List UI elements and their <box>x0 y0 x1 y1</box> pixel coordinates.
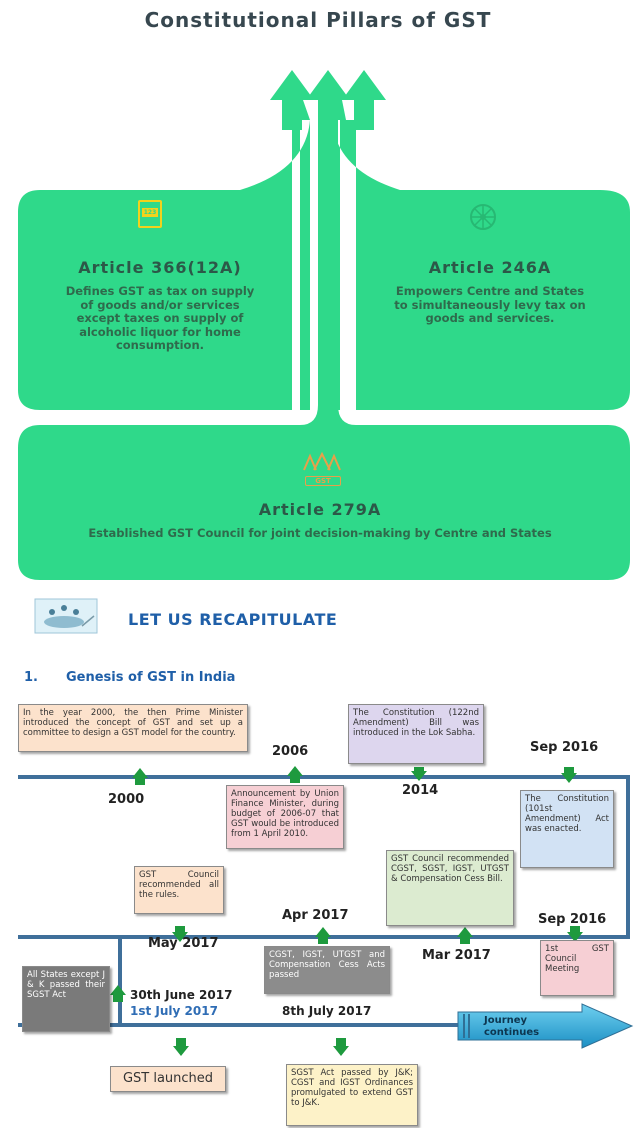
event-apr2017: CGST, IGST, UTGST and Compensation Cess … <box>264 946 390 994</box>
marker-apr2017 <box>315 927 331 937</box>
bottom-pillar: Article 279A Established GST Council for… <box>60 500 580 541</box>
date-sep2016a: Sep 2016 <box>530 740 599 755</box>
marker-june2017-stem <box>113 994 123 1002</box>
date-sep2016b: Sep 2016 <box>538 912 607 927</box>
event-2000: In the year 2000, the then Prime Ministe… <box>18 704 248 752</box>
bottom-pillar-heading: Article 279A <box>258 500 382 519</box>
event-2014: The Constitution (122nd Amendment) Bill … <box>348 704 484 764</box>
left-pillar-text: Defines GST as tax on supply of goods an… <box>65 284 255 352</box>
marker-mar2017-stem <box>460 936 470 944</box>
marker-2006 <box>287 766 303 776</box>
right-pillar-shape <box>332 90 630 410</box>
date-2006: 2006 <box>272 744 309 759</box>
marker-apr2017-stem <box>318 936 328 944</box>
right-pillar-heading: Article 246A <box>428 258 552 277</box>
date-8july2017: 8th July 2017 <box>282 1004 372 1018</box>
event-2006: Announcement by Union Finance Minister, … <box>226 785 344 849</box>
left-pillar: Article 366(12A) Defines GST as tax on s… <box>40 258 280 353</box>
marker-2000 <box>132 768 148 778</box>
marker-8july2017-stem <box>336 1038 346 1046</box>
recap-title: LET US RECAPITULATE <box>128 610 338 629</box>
marker-july2017-stem <box>176 1038 186 1046</box>
document-icon: 123 <box>138 200 162 228</box>
marker-may2017-stem <box>175 926 185 934</box>
event-mar2017: GST Council recommended CGST, SGST, IGST… <box>386 850 514 926</box>
people-icon <box>303 451 341 471</box>
event-sep2016b: 1st GST Council Meeting <box>540 940 614 996</box>
event-july2017: GST launched <box>110 1066 226 1092</box>
marker-july2017 <box>173 1046 189 1056</box>
marker-mar2017 <box>457 927 473 937</box>
marker-sep2016b-stem <box>570 926 580 934</box>
event-may2017: GST Council recommended all the rules. <box>134 866 224 914</box>
marker-2006-stem <box>290 775 300 783</box>
event-sep2016a: The Constitution (101st Amendment) Act w… <box>520 790 614 868</box>
timeline-row-1 <box>18 775 630 779</box>
council-icon: GST <box>302 450 342 486</box>
marker-2014 <box>411 771 427 781</box>
date-2000: 2000 <box>108 792 145 807</box>
date-apr2017: Apr 2017 <box>282 908 349 923</box>
left-pillar-heading: Article 366(12A) <box>78 258 242 277</box>
pillars-diagram <box>18 70 630 580</box>
right-pillar: Article 246A Empowers Centre and States … <box>370 258 610 326</box>
marker-may2017 <box>172 932 188 942</box>
marker-june2017 <box>110 985 126 995</box>
bottom-pillar-text: Established GST Council for joint decisi… <box>88 526 552 540</box>
marker-2000-stem <box>135 777 145 785</box>
wheel-icon <box>470 204 496 230</box>
timeline-connector-right <box>626 775 630 939</box>
timeline-connector-left <box>118 935 122 1027</box>
arrow-mid <box>306 70 350 420</box>
event-8july2017: SGST Act passed by J&K; CGST and IGST Or… <box>286 1064 418 1126</box>
arrow-right <box>342 70 386 130</box>
date-july2017: 1st July 2017 <box>130 1004 218 1018</box>
meeting-icon <box>34 598 98 634</box>
journey-label: Journey continues <box>484 1015 540 1038</box>
journey-arrow <box>457 1003 634 1049</box>
timeline-row-3 <box>18 1023 468 1027</box>
right-pillar-text: Empowers Centre and States to simultaneo… <box>394 284 586 325</box>
date-may2017: May 2017 <box>148 936 219 951</box>
marker-sep2016a-stem <box>564 767 574 775</box>
page-title: Constitutional Pillars of GST <box>144 8 492 32</box>
date-2014: 2014 <box>402 783 439 798</box>
date-june2017: 30th June 2017 <box>130 988 233 1002</box>
bottom-pillar-shape <box>18 400 630 580</box>
arrow-left <box>270 70 314 130</box>
marker-8july2017 <box>333 1046 349 1056</box>
marker-sep2016b <box>567 932 583 942</box>
left-pillar-shape <box>18 80 310 410</box>
marker-sep2016a <box>561 773 577 783</box>
event-june2017: All States except J & K passed their SGS… <box>22 966 110 1032</box>
section-title: Genesis of GST in India <box>66 670 236 685</box>
marker-2014-stem <box>414 767 424 775</box>
section-number: 1. <box>24 670 38 685</box>
date-mar2017: Mar 2017 <box>422 948 491 963</box>
